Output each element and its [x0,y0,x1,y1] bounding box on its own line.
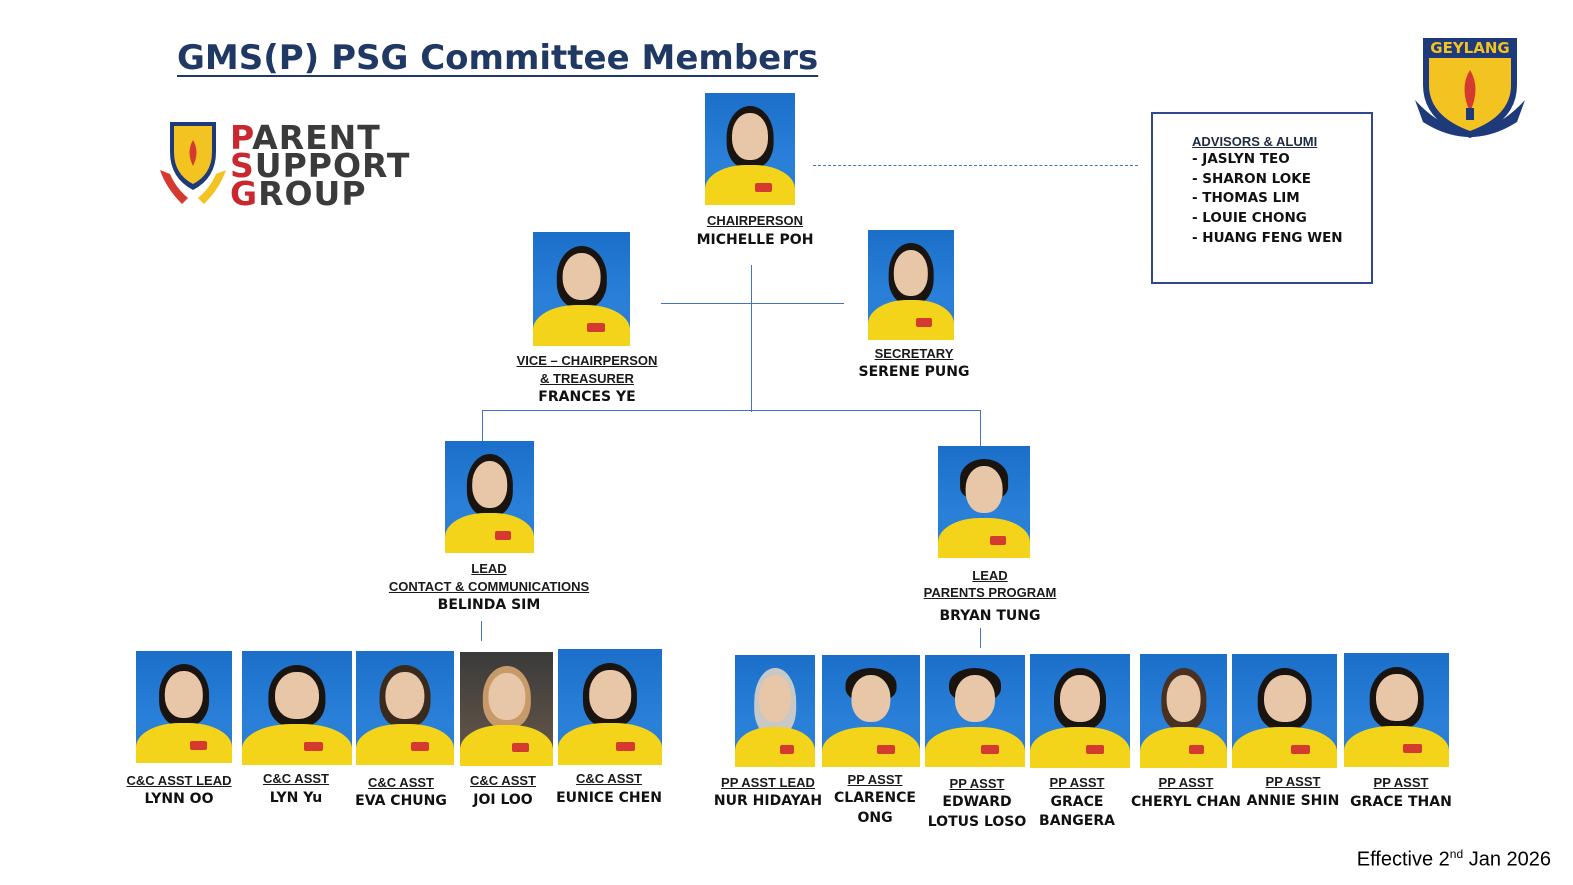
name-pp-member: NUR HIDAYAH [713,793,823,809]
role-vice-chairperson: VICE – CHAIRPERSON [516,353,658,368]
name-pp-member: CLARENCE [834,790,916,806]
name-chairperson: MICHELLE POH [696,232,814,248]
connector-cc-lead [482,410,483,442]
role-secretary: SECRETARY [874,346,954,361]
connector-leads [482,410,981,411]
psg-crest-icon [160,122,226,204]
name-vice-chairperson: FRANCES YE [538,389,636,405]
connector-cc-team [481,621,482,641]
role-pp-member: PP ASST [1158,775,1214,790]
role-pp-member: PP ASST [847,772,903,787]
role-lead-cc-dept: CONTACT & COMMUNICATIONS [388,579,590,594]
photo-lead-pp [938,446,1030,558]
crest-text: GEYLANG [1430,39,1509,57]
effective-prefix: Effective 2 [1356,848,1450,871]
name-pp-member: GRACE [1050,794,1104,810]
name-lead-pp: BRYAN TUNG [939,608,1041,624]
photo-pp-member [1232,654,1337,768]
effective-suffix: Jan 2026 [1463,848,1551,871]
connector-pp-lead [980,410,981,447]
effective-ordinal: nd [1449,847,1464,861]
role-pp-member: PP ASST [949,776,1005,791]
connector-pp-team [980,628,981,648]
connector-chair-down [751,265,752,412]
name-cc-member: EVA CHUNG [355,793,447,809]
photo-vice-chairperson [533,232,630,346]
role-cc-member: C&C ASST [263,771,329,786]
name-cc-member: JOI LOO [473,792,533,808]
photo-chairperson [705,93,795,205]
advisor-item: - SHARON LOKE [1192,171,1311,187]
name-secretary: SERENE PUNG [858,364,970,380]
photo-cc-member [460,652,553,766]
photo-lead-cc [445,441,534,553]
photo-cc-member [558,649,662,765]
role-pp-member: PP ASST [1049,775,1105,790]
advisors-title: ADVISORS & ALUMI [1192,134,1318,149]
advisor-item: - LOUIE CHONG [1192,210,1307,226]
name-pp-member: CHERYL CHAN [1130,794,1242,810]
role-lead-cc: LEAD [471,561,507,576]
psg-g: G [230,174,259,213]
connector-officers [661,303,844,304]
psg-upport: UPPORT [254,146,411,185]
photo-cc-member [242,651,352,765]
photo-pp-member [925,655,1025,767]
psg-arent: ARENT [252,118,381,157]
advisor-item: - THOMAS LIM [1192,190,1300,206]
school-crest: GEYLANG [1405,30,1535,145]
role-cc-member: C&C ASST LEAD [126,773,232,788]
page-title: GMS(P) PSG Committee Members [177,38,819,78]
name-pp-member: EDWARD [942,794,1012,810]
photo-cc-member [356,651,454,765]
role-pp-member: PP ASST [1265,774,1321,789]
psg-roup: ROUP [258,174,367,213]
name-pp-member-line2: ONG [857,810,893,826]
role-lead-pp: LEAD [972,568,1008,583]
role-pp-member: PP ASST LEAD [721,775,815,790]
role-cc-member: C&C ASST [368,775,434,790]
advisor-item: - JASLYN TEO [1192,151,1290,167]
role-chairperson: CHAIRPERSON [706,213,804,228]
photo-pp-member [1030,654,1130,768]
role-cc-member: C&C ASST [470,773,536,788]
name-lead-cc: BELINDA SIM [437,597,541,613]
photo-pp-member [1344,653,1449,767]
name-pp-member: GRACE THAN [1350,794,1452,810]
psg-s: S [230,146,255,185]
name-cc-member: LYN Yu [269,790,323,806]
name-pp-member-line2: LOTUS LOSO [927,814,1027,830]
name-cc-member: EUNICE CHEN [556,790,662,806]
photo-cc-member [136,651,232,763]
photo-pp-member [735,655,815,767]
photo-pp-member [1140,654,1227,768]
effective-date: Effective 2nd Jan 2026 [1357,847,1551,872]
role-cc-member: C&C ASST [576,771,642,786]
photo-secretary [868,230,954,340]
name-cc-member: LYNN OO [144,791,214,807]
name-pp-member-line2: BANGERA [1039,813,1115,829]
crest-icon: GEYLANG [1415,38,1525,138]
role-treasurer: & TREASURER [540,371,634,386]
advisor-item: - HUANG FENG WEN [1192,230,1343,246]
role-pp-member: PP ASST [1373,775,1429,790]
name-pp-member: ANNIE SHIN [1246,793,1340,809]
advisor-connector [813,165,1138,166]
advisors-box: ADVISORS & ALUMI - JASLYN TEO - SHARON L… [1151,112,1373,284]
photo-pp-member [822,655,920,767]
psg-p: P [230,118,253,157]
psg-logo: PARENT SUPPORT GROUP [158,118,411,210]
role-lead-pp-dept: PARENTS PROGRAM [923,585,1057,600]
